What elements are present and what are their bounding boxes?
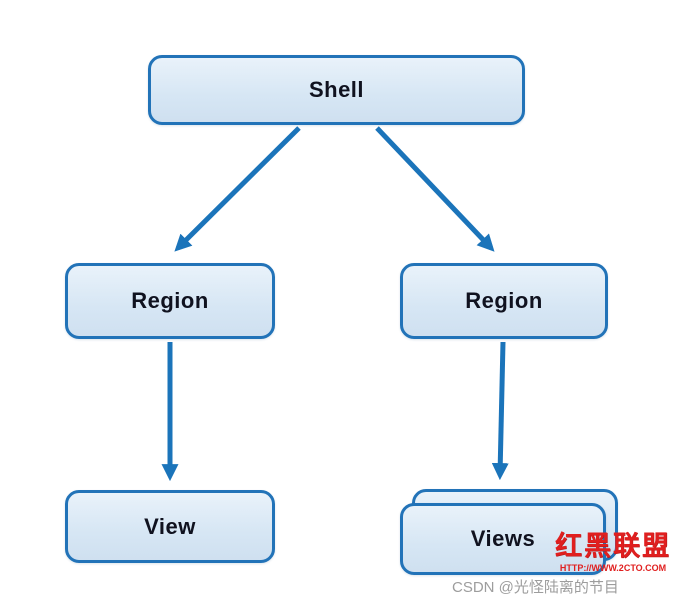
edge-region-right-to-views xyxy=(491,341,509,481)
edge-shell-to-region-left xyxy=(174,126,301,252)
node-region-right: Region xyxy=(400,263,608,339)
node-region-left: Region xyxy=(65,263,275,339)
node-region-right-label: Region xyxy=(465,288,543,313)
node-view-label: View xyxy=(144,513,196,539)
edge-shell-to-region-right xyxy=(375,126,495,252)
node-view: View xyxy=(65,490,275,563)
node-shell: Shell xyxy=(148,55,525,125)
node-views: Views xyxy=(400,503,606,575)
node-shell-label: Shell xyxy=(308,77,365,102)
node-region-left-label: Region xyxy=(131,288,209,313)
watermark-csdn-text: CSDN @光怪陆离的节目 xyxy=(452,579,619,596)
node-views-label: Views xyxy=(470,526,536,551)
